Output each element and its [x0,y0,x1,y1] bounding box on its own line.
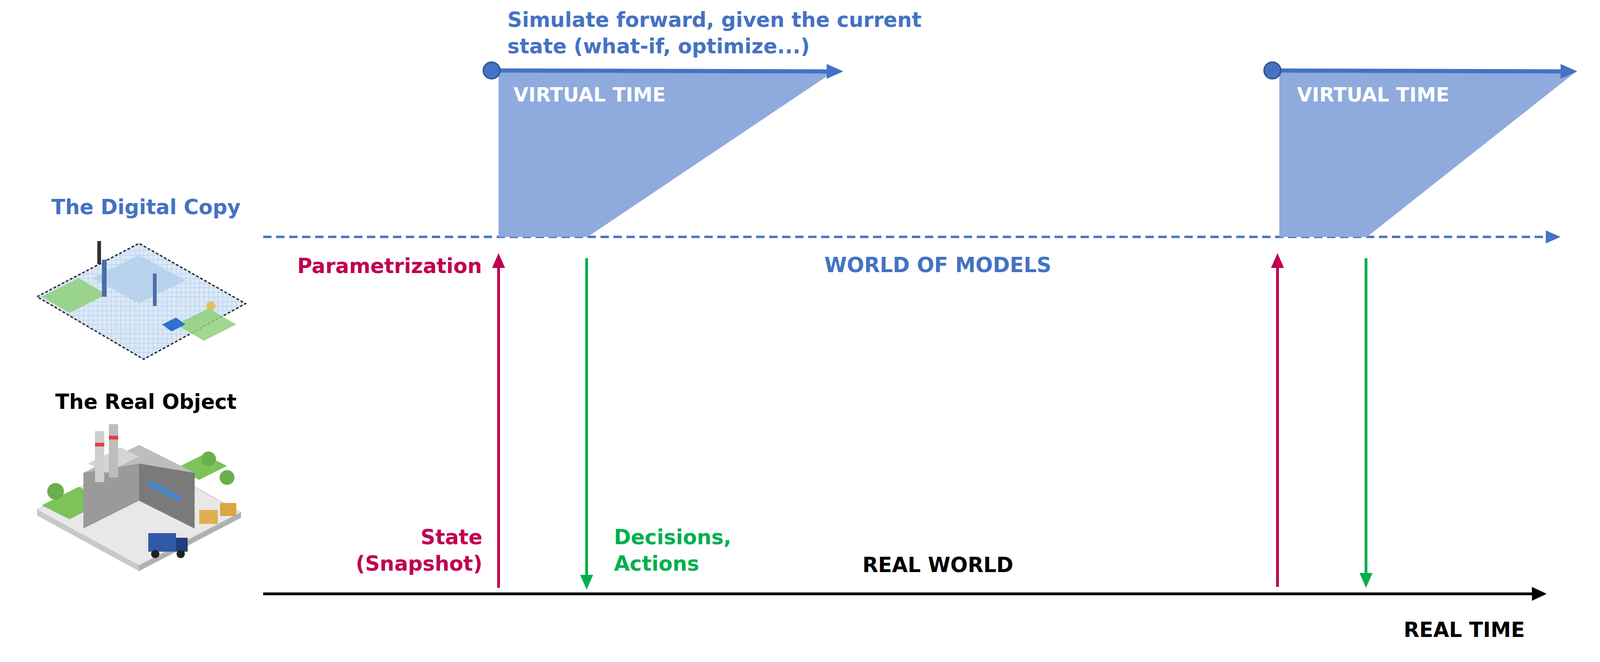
state-arrow [1271,252,1284,587]
virtual-time-wedge: VIRTUAL TIME [1279,71,1577,237]
real-time-label: REAL TIME [1371,616,1557,643]
real-timeline [263,592,1534,595]
state-label: State (Snapshot) [343,523,483,577]
simulate-note: Simulate forward, given the current stat… [507,6,925,60]
state-arrow [492,252,506,588]
action-arrow [580,258,594,590]
real-world-label: REAL WORLD [822,551,1054,578]
real-timeline-head [1531,586,1547,601]
model-timeline-head [1545,230,1561,244]
decisions-label: Decisions, Actions [613,523,763,577]
wedge-label: VIRTUAL TIME [513,83,666,107]
wedge-label: VIRTUAL TIME [1296,83,1450,107]
digital-copy-icon [37,240,246,360]
real-object-title: The Real Object [39,388,253,415]
world-of-models-label: WORLD OF MODELS [798,251,1077,279]
digital-copy-title: The Digital Copy [39,193,253,221]
virtual-time-wedge: VIRTUAL TIME [498,71,835,237]
parametrization-label: Parametrization [259,252,482,279]
action-arrow [1359,258,1373,588]
factory-icon [37,423,241,571]
